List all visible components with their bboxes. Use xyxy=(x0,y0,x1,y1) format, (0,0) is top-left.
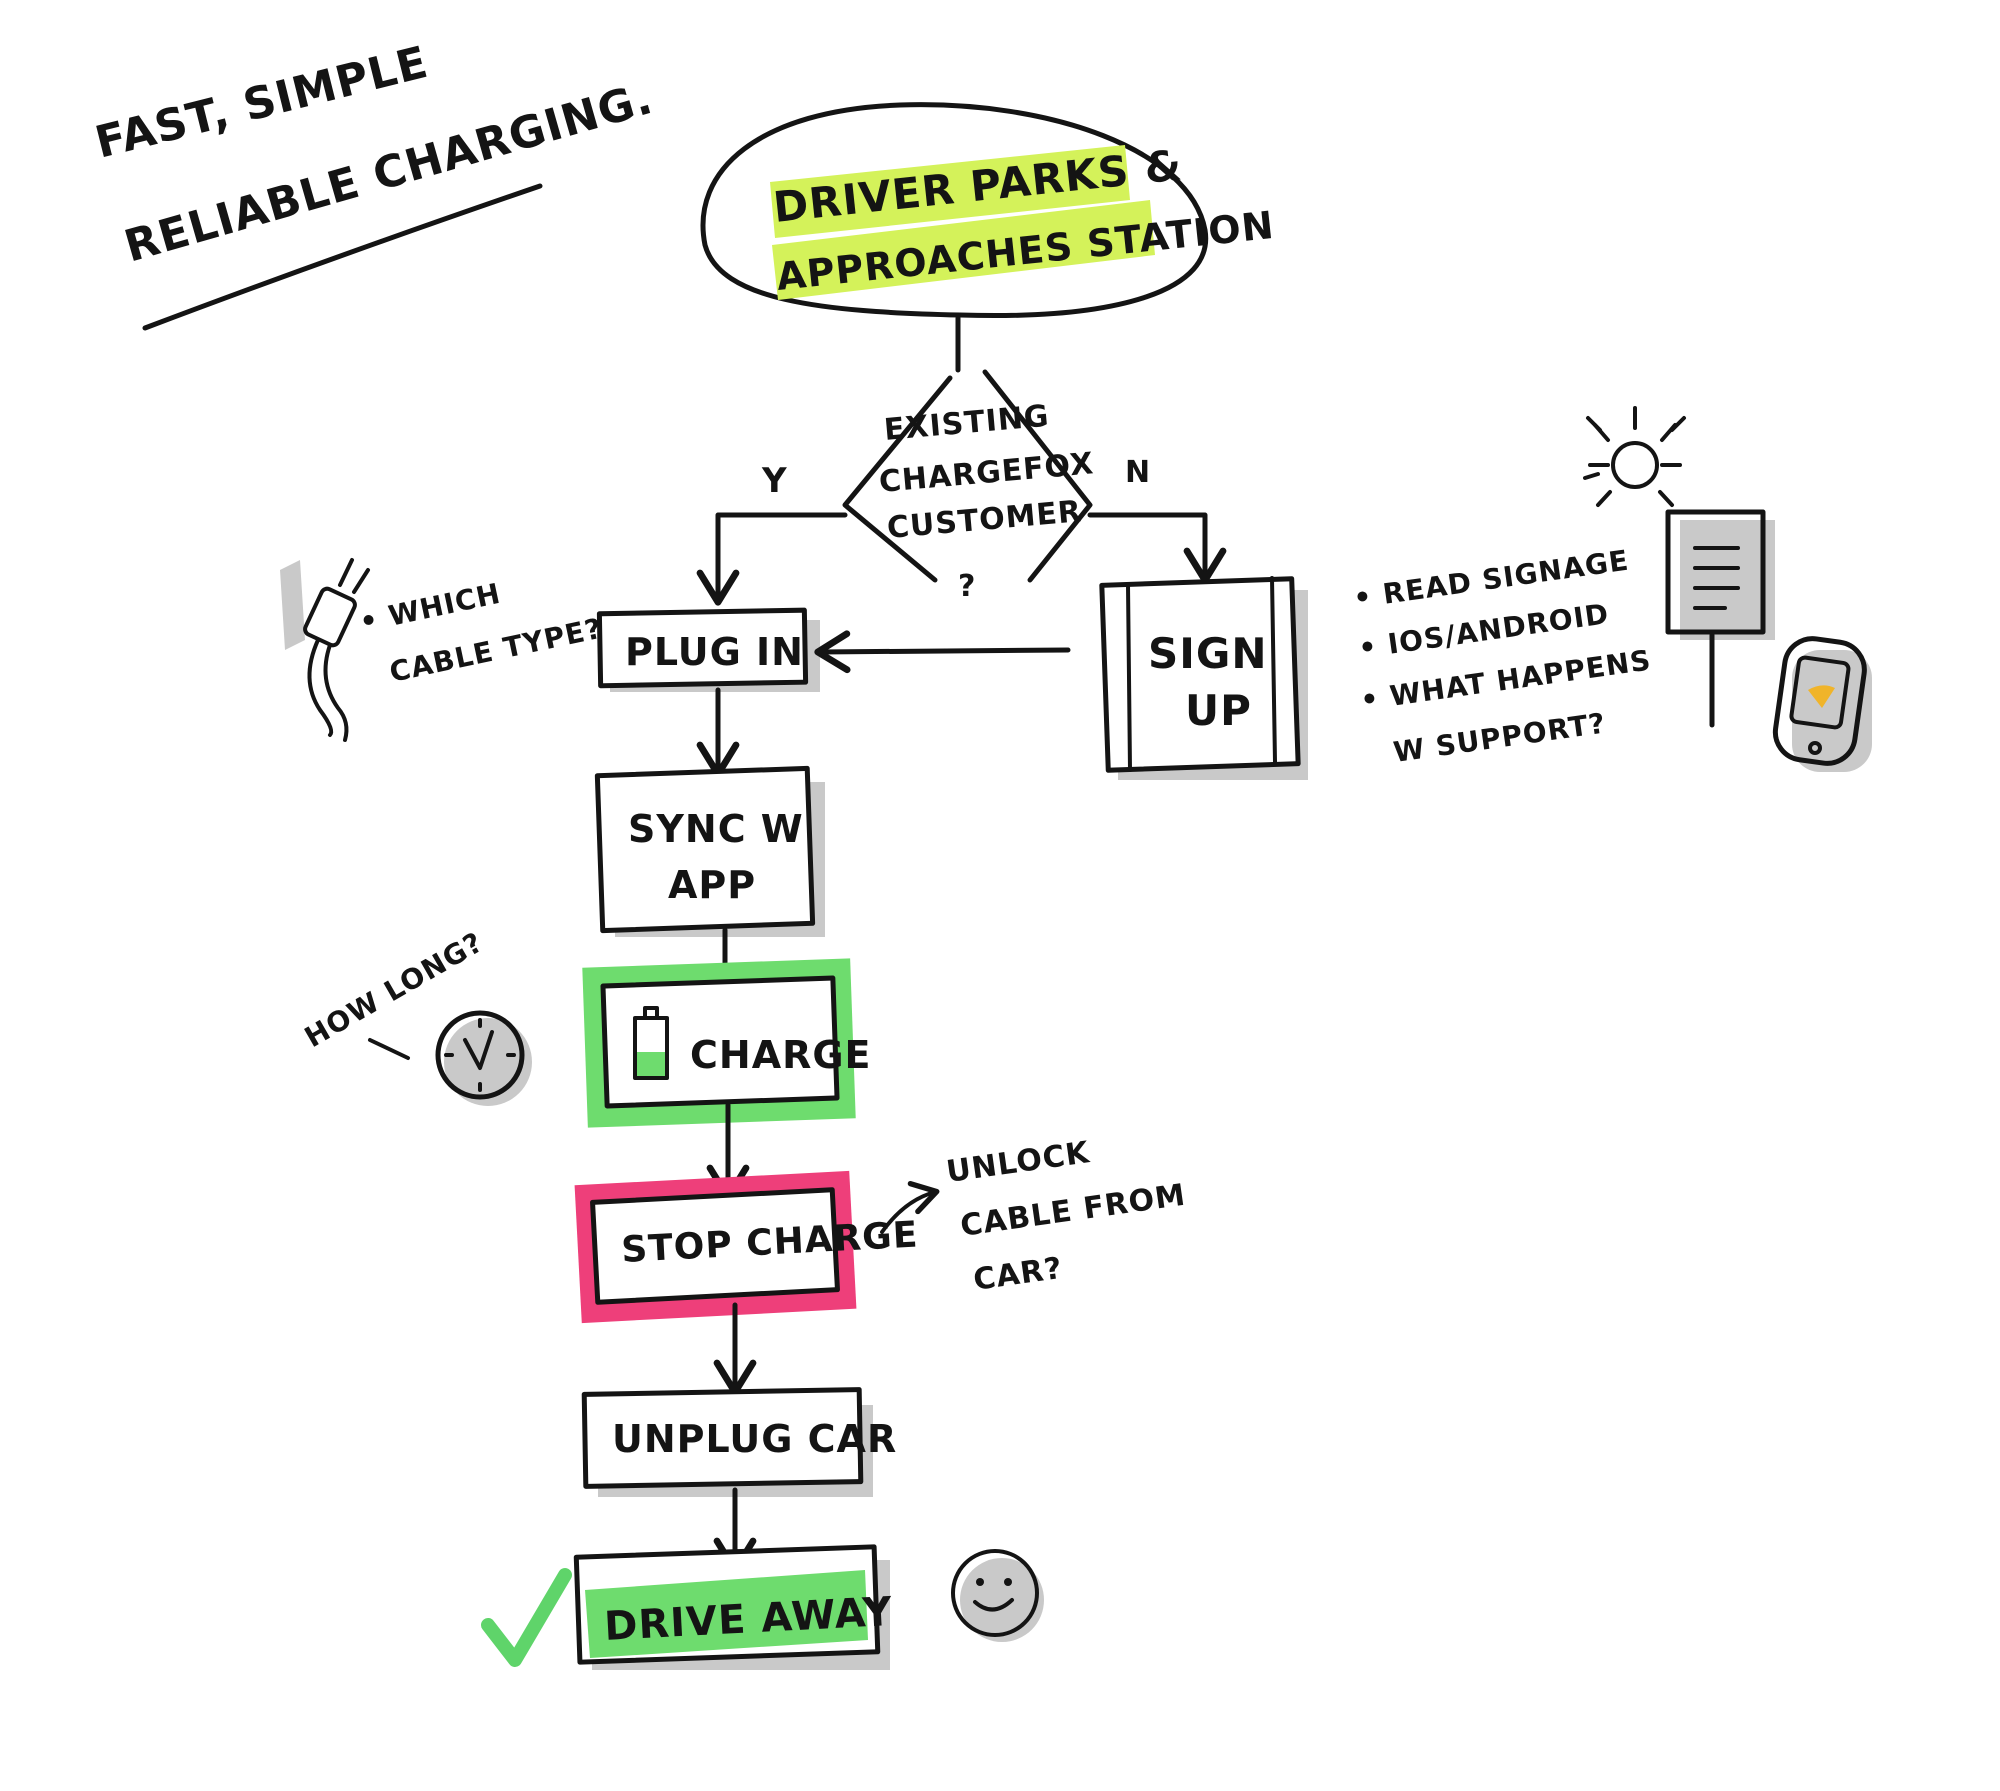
title: FAST, SIMPLE RELIABLE CHARGING. xyxy=(90,37,658,331)
sign-up-box xyxy=(1099,576,1301,773)
sync-label-2: APP xyxy=(668,863,756,907)
plug-in-box xyxy=(596,607,809,689)
clock-icon xyxy=(435,1010,532,1106)
yes-branch-arrow xyxy=(696,512,848,606)
decision-no-label: N xyxy=(1125,455,1151,490)
charge-label: CHARGE xyxy=(690,1033,872,1077)
unlock-note-arrow xyxy=(880,1180,940,1234)
sync-box xyxy=(594,765,816,934)
check-icon xyxy=(481,1568,572,1667)
note-cable-line-1: • WHICH xyxy=(357,577,504,639)
start-highlight-1 xyxy=(770,145,1130,238)
drive-away-highlight xyxy=(585,1570,868,1658)
plug-in-label: PLUG IN xyxy=(625,630,804,674)
decision-line-2: CHARGEFOX xyxy=(878,446,1096,500)
sign-up-label-1: SIGN xyxy=(1148,629,1268,678)
decision-line-3: CUSTOMER xyxy=(886,494,1084,546)
smiley-icon xyxy=(951,1549,1044,1642)
note-unlock-line-2: CABLE FROM xyxy=(958,1178,1188,1244)
battery-icon xyxy=(633,1006,669,1080)
step-drive-away: DRIVE AWAY xyxy=(573,1544,894,1670)
step-sign-up: SIGN UP xyxy=(1099,576,1308,780)
start-highlight-2 xyxy=(772,200,1155,300)
note-signup-line-4: W SUPPORT? xyxy=(1391,706,1608,768)
plug-icon xyxy=(280,558,370,742)
decision-diamond xyxy=(842,369,1093,583)
title-underline xyxy=(142,183,543,331)
decision-line-4: ? xyxy=(958,569,976,604)
note-sign-up: • READ SIGNAGE • IOS/ANDROID • WHAT HAPP… xyxy=(1351,544,1653,769)
step-sync-app: SYNC W APP xyxy=(594,765,825,937)
decision-line-1: EXISTING xyxy=(883,399,1051,448)
start-node: DRIVER PARKS & APPROACHES STATION xyxy=(700,102,1276,319)
note-unlock-line-1: UNLOCK xyxy=(944,1135,1092,1190)
note-unlock-line-3: CAR? xyxy=(971,1251,1065,1298)
unplug-label: UNPLUG CAR xyxy=(612,1417,897,1461)
no-branch-arrow xyxy=(1087,512,1227,584)
signup-to-plugin-arrow xyxy=(814,630,1071,674)
decision-node: EXISTING CHARGEFOX CUSTOMER ? Y N xyxy=(761,369,1151,604)
decision-yes-label: Y xyxy=(761,461,788,501)
step-stop-charge: STOP CHARGE xyxy=(574,1170,919,1324)
unplug-box xyxy=(581,1387,864,1489)
step-unplug-car: UNPLUG CAR xyxy=(581,1387,897,1497)
stop-charge-box xyxy=(590,1187,840,1305)
signage-icon xyxy=(1665,509,1775,728)
step-charge: CHARGE xyxy=(582,958,872,1128)
step-plug-in: PLUG IN xyxy=(596,607,820,692)
note-unlock-cable: UNLOCK CABLE FROM CAR? xyxy=(944,1135,1188,1298)
phone-icon xyxy=(1772,636,1872,772)
note-cable-type: • WHICH CABLE TYPE? xyxy=(357,577,606,689)
start-ellipse xyxy=(700,102,1209,319)
sun-icon xyxy=(1583,406,1686,507)
sync-label-1: SYNC W xyxy=(628,807,804,851)
sign-up-label-2: UP xyxy=(1185,686,1252,735)
